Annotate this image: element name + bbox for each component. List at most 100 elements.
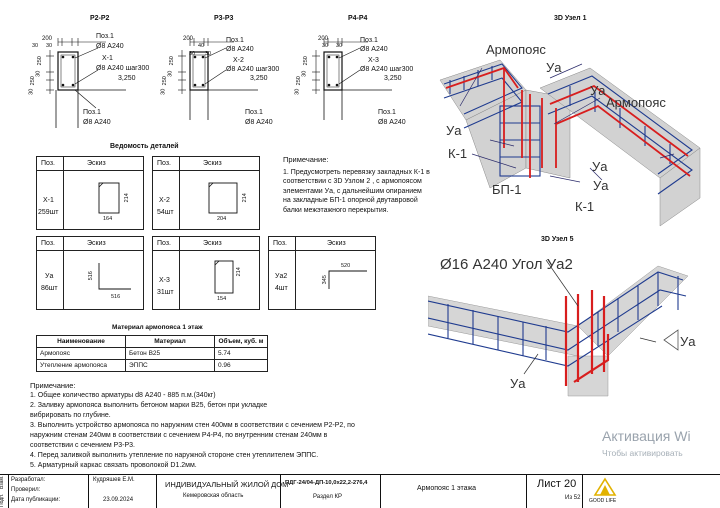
table-row: Утепление армопояса ЭППС 0.96 — [36, 359, 268, 372]
note-right-line: соответствии с 3D Узлом 2 , с армопоясом — [283, 178, 422, 185]
p3-dim-top-4: 30 — [205, 51, 212, 57]
p3-dim-top-1: 200 — [183, 36, 194, 42]
roles-cell: Разработал: Проверил: Дата публикации: — [8, 475, 88, 508]
title-block: Взам. Подп. Разработал: Проверил: Дата п… — [0, 474, 720, 508]
code-cell: ПДГ-24/04-ДП-10,0х22,2-276,4 Раздел КР — [280, 475, 380, 508]
material-title: Материал армопояса 1 этаж — [112, 324, 203, 331]
names-cell: Кудряшев Е.М. 23.09.2024 — [88, 475, 156, 508]
node5-3d-view — [427, 246, 720, 472]
card-dim-h: 345 — [321, 275, 328, 285]
p3-dim-side-1: 250 — [168, 56, 175, 66]
card-sketch-header: Эскиз — [327, 240, 346, 247]
p4-dim-side-3: 250 — [295, 76, 302, 86]
p2-dim-side-1: 250 — [36, 56, 43, 66]
p2-dim-top-3: 30 — [46, 43, 53, 49]
p4-dim-top-2: 30 — [322, 43, 329, 49]
node1-label-armopoyas-2: Армопояс — [606, 95, 666, 110]
p2-label-bar-bottom: Ø8 А240 — [83, 119, 111, 126]
role-checker: Проверил: — [11, 487, 41, 493]
node5-label-corner: Ø16 А240 Угол Уа2 — [440, 256, 573, 273]
card-qty: 259шт — [38, 209, 59, 216]
card-dim-w: 154 — [217, 296, 227, 302]
notes-bottom-line: соответствии с сечением Р3-Р3. — [30, 442, 136, 449]
note-right-line: элементами Уа, с дальнейшим опиранием — [283, 187, 422, 195]
project-cell: ИНДИВИДУАЛЬНЫЙ ЖИЛОЙ ДОМ Кемеровская обл… — [156, 475, 288, 508]
project-code: ПДГ-24/04-ДП-10,0х22,2-276,4 — [285, 480, 368, 486]
card-dim-w: 516 — [111, 294, 121, 300]
project-name: ИНДИВИДУАЛЬНЫЙ ЖИЛОЙ ДОМ — [165, 480, 289, 489]
card-pos: Х-3 — [159, 277, 170, 284]
p4-label-clamp: Х-3 — [368, 57, 379, 64]
activation-watermark-sub: Чтобы активировать — [602, 448, 683, 458]
card-sketch-header: Эскиз — [203, 160, 222, 167]
p3-label-clamp-step: Ø8 А240 шаг300 — [226, 66, 280, 73]
p3-label-bar-top: Ø8 А240 — [226, 46, 254, 53]
p2-label-clamp-step: Ø8 А240 шаг300 — [96, 65, 150, 72]
card-pos-header: Поз. — [273, 240, 287, 247]
p3-label-pos1-bottom: Поз.1 — [245, 109, 263, 116]
node1-label-ya-5: Уа — [593, 178, 609, 193]
card-qty: 86шт — [41, 285, 58, 292]
card-sketch-header: Эскиз — [203, 240, 222, 247]
p4-label-pos1-top: Поз.1 — [360, 37, 378, 44]
project-region: Кемеровская область — [183, 493, 244, 499]
card-pos: Уа2 — [275, 273, 288, 280]
node1-label-ya-2: Уа — [590, 83, 606, 98]
note-right-line: 1. Предусмотреть перевязку закладных К-1… — [283, 168, 430, 176]
card-pos: Х-2 — [159, 197, 170, 204]
material-cell: 5.74 — [214, 347, 268, 360]
notes-bottom-line: 3. Выполнить устройство армопояса по нар… — [30, 422, 355, 429]
material-cell: Утепление армопояса — [36, 359, 126, 372]
notes-bottom-line: наружним стенам 240мм в соответствии с с… — [30, 432, 328, 439]
p4-dim-side-4: 30 — [294, 88, 301, 95]
schedule-card-ya: Поз. Эскиз Уа 86шт 516 516 — [36, 236, 144, 310]
p4-label-elevation: 3,250 — [384, 75, 402, 82]
publish-date: 23.09.2024 — [103, 497, 134, 503]
notes-bottom-title: Примечание: — [30, 381, 76, 390]
card-pos: Х-1 — [43, 197, 54, 204]
p2-label-clamp: Х-1 — [102, 55, 113, 62]
note-right: Примечание: 1. Предусмотреть перевязку з… — [283, 156, 433, 215]
card-pos-header: Поз. — [41, 160, 55, 167]
role-developer: Разработал: — [11, 477, 46, 483]
material-header-name: Наименование — [36, 335, 126, 348]
card-qty: 31шт — [157, 289, 174, 296]
material-header-material: Материал — [125, 335, 215, 348]
section-title-p2: Р2-Р2 — [90, 15, 110, 22]
sheet-title-cell: Армопояс 1 этажа — [380, 475, 526, 508]
notes-bottom-line: вибрировать по глубине. — [30, 412, 111, 419]
p2-dim-side-2: 30 — [35, 70, 42, 77]
node1-label-k1-1: К-1 — [448, 146, 468, 161]
node5-title: 3D Узел 5 — [541, 236, 574, 243]
card-qty: 54шт — [157, 209, 174, 216]
schedule-card-x2: Поз. Эскиз Х-2 54шт 204 214 — [152, 156, 260, 230]
node5-label-ya-2: Уа — [680, 334, 696, 349]
schedule-title: Ведомость деталей — [110, 143, 179, 150]
schedule-card-x3: Поз. Эскиз Х-3 31шт 154 214 — [152, 236, 260, 310]
activation-watermark: Активация Wi — [602, 428, 691, 444]
schedule-card-x1: Поз. Эскиз Х-1 259шт 164 214 — [36, 156, 144, 230]
p2-label-bar-top: Ø8 А240 — [96, 43, 124, 50]
material-cell: ЭППС — [125, 359, 215, 372]
p4-dim-top-3: 30 — [336, 43, 343, 49]
p2-dim-side-3: 250 — [29, 76, 36, 86]
table-row: Армопояс Бетон В25 5.74 — [36, 347, 268, 360]
notes-bottom-line: 2. Заливку армопояса выполнить бетоном м… — [30, 402, 268, 409]
side-label: Взам. — [0, 475, 5, 489]
p2-dim-top-1: 200 — [42, 36, 53, 42]
material-cell: Армопояс — [36, 347, 126, 360]
p3-label-elevation: 3,250 — [250, 75, 268, 82]
section-title-p4: Р4-Р4 — [348, 15, 368, 22]
card-dim-w: 164 — [103, 216, 113, 222]
note-right-line: балки межэтажного перекрытия. — [283, 206, 389, 214]
card-dim-w: 204 — [217, 216, 227, 222]
card-dim-w: 520 — [341, 263, 351, 269]
card-pos-header: Поз. — [41, 240, 55, 247]
p3-dim-top-2: 40 — [198, 43, 205, 49]
card-sketch-header: Эскиз — [87, 160, 106, 167]
p2-dim-side-4: 30 — [28, 88, 35, 95]
node5-label-ya-1: Уа — [510, 376, 526, 391]
sheet-number-cell: Лист 20 Из 52 — [526, 475, 582, 508]
note-right-title: Примечание: — [283, 155, 329, 164]
p4-dim-side-1: 250 — [302, 56, 309, 66]
